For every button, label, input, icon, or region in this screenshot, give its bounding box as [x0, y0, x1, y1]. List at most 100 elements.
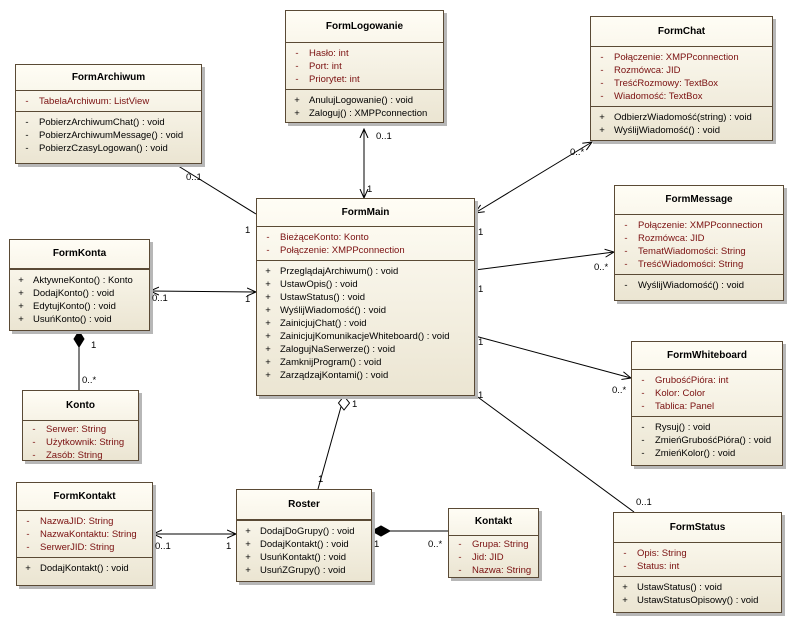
visibility: -: [458, 565, 462, 576]
class-name: Kontakt: [449, 509, 538, 536]
operation-row: +ZamknijProgram() : void: [257, 356, 474, 369]
visibility: -: [600, 91, 604, 102]
multiplicity-label: 1: [226, 541, 232, 552]
visibility: -: [624, 259, 628, 270]
class-name: FormArchiwum: [16, 65, 201, 91]
attribute-text: Opis: String: [637, 548, 687, 559]
operation-row: +UstawStatus() : void: [614, 581, 781, 594]
multiplicity-label: 1: [318, 474, 324, 485]
operation-text: OdbierzWiadomość(string) : void: [614, 112, 752, 123]
operation-row: +UsuńKontakt() : void: [237, 551, 371, 564]
operation-row: +Zaloguj() : XMPPconnection: [286, 107, 443, 120]
multiplicity-label: 1: [478, 284, 484, 295]
multiplicity-label: 0..*: [82, 375, 97, 386]
attribute-text: TematWiadomości: String: [638, 246, 746, 257]
operation-text: WyślijWiadomość() : void: [638, 280, 745, 291]
class-name: FormLogowanie: [286, 11, 443, 43]
operation-row: +UstawOpis() : void: [257, 278, 474, 291]
visibility: +: [245, 565, 251, 576]
visibility: -: [641, 448, 645, 459]
visibility: -: [26, 542, 30, 553]
visibility: -: [600, 52, 604, 63]
visibility: +: [265, 279, 271, 290]
class-name: FormChat: [591, 17, 772, 47]
class-form-whiteboard[interactable]: FormWhiteboard -GrubośćPióra: int -Kolor…: [631, 341, 783, 466]
class-name: FormMain: [257, 199, 474, 227]
attribute-text: TabelaArchiwum: ListView: [39, 96, 150, 107]
visibility: +: [265, 305, 271, 316]
operation-text: ZarządzajKontami() : void: [280, 370, 389, 381]
class-form-status[interactable]: FormStatus -Opis: String -Status: int +U…: [613, 512, 782, 613]
operation-row: + ZalogujNaSerwerze() : void: [257, 343, 474, 356]
visibility: -: [32, 437, 36, 448]
attributes-section: -NazwaJID: String -NazwaKontaktu: String…: [17, 511, 152, 558]
class-form-kontakt[interactable]: FormKontakt -NazwaJID: String -NazwaKont…: [16, 482, 153, 586]
operation-text: AktywneKonto() : Konto: [33, 275, 133, 286]
multiplicity-label: 1: [245, 294, 251, 305]
attribute-row: -NazwaKontaktu: String: [17, 528, 152, 541]
visibility: -: [641, 388, 645, 399]
class-kontakt[interactable]: Kontakt -Grupa: String -Jid: JID -Nazwa:…: [448, 508, 539, 578]
visibility: +: [18, 301, 24, 312]
class-form-archiwum[interactable]: FormArchiwum -TabelaArchiwum: ListView -…: [15, 64, 202, 164]
visibility: -: [295, 61, 299, 72]
class-form-logowanie[interactable]: FormLogowanie -Hasło: int -Port: int -Pr…: [285, 10, 444, 123]
operation-row: +AktywneKonto() : Konto: [10, 274, 149, 287]
visibility: +: [265, 344, 271, 355]
operation-text: ZalogujNaSerwerze() : void: [280, 344, 396, 355]
multiplicity-label: 0..*: [594, 262, 609, 273]
multiplicity-label: 1: [478, 227, 484, 238]
class-name: FormMessage: [615, 186, 783, 215]
attribute-row: -Priorytet: int: [286, 73, 443, 86]
class-name: FormStatus: [614, 513, 781, 543]
attribute-row: -TreśćRozmowy: TextBox: [591, 77, 772, 90]
visibility: -: [25, 117, 29, 128]
operation-row: +DodajDoGrupy() : void: [237, 525, 371, 538]
attribute-text: Port: int: [309, 61, 342, 72]
visibility: -: [458, 552, 462, 563]
operation-text: ZmieńKolor() : void: [655, 448, 736, 459]
operation-text: ZainicjujChat() : void: [280, 318, 367, 329]
visibility: +: [245, 526, 251, 537]
attribute-row: -Tablica: Panel: [632, 400, 782, 413]
multiplicity-label: 0..*: [612, 385, 627, 396]
visibility: -: [624, 280, 628, 291]
visibility: +: [622, 595, 628, 606]
operation-row: +PrzeglądajArchiwum() : void: [257, 265, 474, 278]
attribute-text: Połączenie: XMPPconnection: [280, 245, 405, 256]
class-form-main[interactable]: FormMain -BieżąceKonto: Konto -Połączeni…: [256, 198, 475, 396]
class-konto[interactable]: Konto -Serwer: String -Użytkownik: Strin…: [22, 390, 139, 461]
operation-text: UsuńKonto() : void: [33, 314, 112, 325]
visibility: +: [25, 563, 31, 574]
visibility: +: [265, 292, 271, 303]
visibility: -: [266, 245, 270, 256]
attribute-row: -Port: int: [286, 60, 443, 73]
visibility: -: [641, 435, 645, 446]
class-roster[interactable]: Roster +DodajDoGrupy() : void +DodajKont…: [236, 489, 372, 582]
visibility: +: [294, 95, 300, 106]
operations-section: +AktywneKonto() : Konto +DodajKonto() : …: [10, 270, 149, 329]
composition-diamond-konta: [73, 330, 85, 348]
attribute-row: -Użytkownik: String: [23, 436, 138, 449]
visibility: -: [624, 233, 628, 244]
visibility: -: [623, 548, 627, 559]
operation-row: +UstawStatus() : void: [257, 291, 474, 304]
class-form-chat[interactable]: FormChat -Połączenie: XMPPconnection -Ro…: [590, 16, 773, 141]
attribute-row: -Połączenie: XMPPconnection: [615, 219, 783, 232]
attributes-section: [10, 269, 149, 270]
class-form-konta[interactable]: FormKonta +AktywneKonto() : Konto +Dodaj…: [9, 239, 150, 331]
link-main-roster: [317, 395, 345, 490]
operations-section: -Rysuj() : void -ZmieńGrubośćPióra() : v…: [632, 417, 782, 463]
attribute-text: Grupa: String: [472, 539, 529, 550]
class-form-message[interactable]: FormMessage -Połączenie: XMPPconnection …: [614, 185, 784, 301]
operation-row: -PobierzCzasyLogowan() : void: [16, 142, 201, 155]
attribute-row: -Rozmówca: JID: [591, 64, 772, 77]
multiplicity-label: 0..1: [186, 172, 202, 183]
class-name: FormKonta: [10, 240, 149, 269]
operation-row: +ZainicjujChat() : void: [257, 317, 474, 330]
visibility: +: [265, 357, 271, 368]
attribute-text: Połączenie: XMPPconnection: [614, 52, 739, 63]
visibility: -: [641, 422, 645, 433]
operations-section: +OdbierzWiadomość(string) : void +Wyślij…: [591, 107, 772, 140]
operation-row: +WyślijWiadomość() : void: [591, 124, 772, 137]
